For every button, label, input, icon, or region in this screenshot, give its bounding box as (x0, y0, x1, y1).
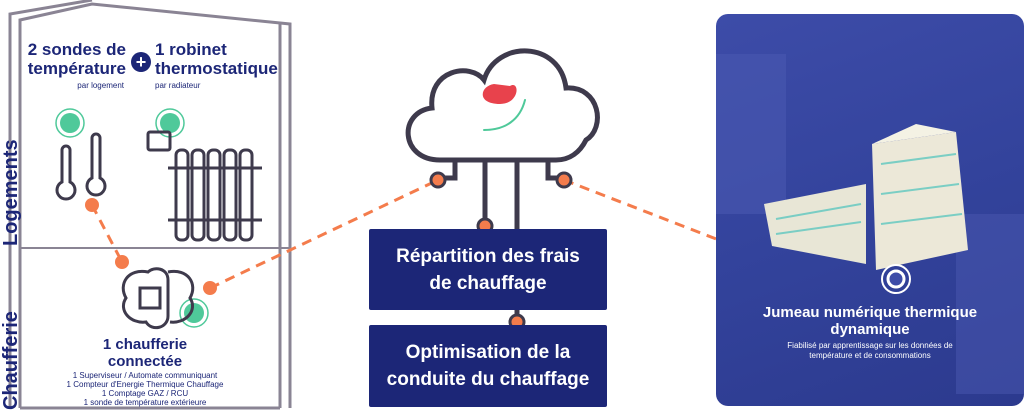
chaufferie-item: 1 Comptage GAZ / RCU (101, 389, 189, 398)
chaufferie-label: Chaufferie (0, 311, 22, 410)
chaufferie-item: 1 Superviseur / Automate communiquant (72, 371, 218, 380)
chaufferie-title: 1 chaufferie connectée (102, 336, 188, 370)
sondes-subtitle: par logement (77, 81, 124, 90)
thermometer-icon (55, 132, 107, 201)
twin-subtitle: Fiabilisé par apprentissage sur les donn… (787, 341, 953, 360)
radiator-icon (146, 130, 262, 242)
repartition-label: Répartition des frais de chauffage (396, 245, 580, 294)
brain-chip-icon (121, 267, 195, 330)
plus-icon: + (131, 52, 151, 72)
flower-icon (482, 84, 517, 104)
repartition-box: Répartition des frais de chauffage (369, 229, 607, 310)
robinet-subtitle: par radiateur (155, 81, 201, 90)
logements-label: Logements (0, 139, 22, 246)
chaufferie-item: 1 Compteur d'Energie Thermique Chauffage (66, 380, 224, 389)
digital-twin-panel: Jumeau numérique thermique dynamique Fia… (716, 14, 1024, 406)
sondes-title: 2 sondes de température (27, 40, 126, 78)
chaufferie-item: 1 sonde de température extérieure (83, 398, 207, 407)
robinet-title: 1 robinet thermostatique (155, 40, 278, 78)
building-model-image (716, 54, 1024, 394)
sensor-indicators (55, 108, 209, 328)
twin-title: Jumeau numérique thermique dynamique (762, 304, 978, 338)
optimisation-label: Optimisation de la conduite du chauffage (386, 342, 590, 390)
optimisation-box: Optimisation de la conduite du chauffage (369, 325, 607, 407)
chaufferie-items: 1 Superviseur / Automate communiquant 1 … (35, 371, 255, 407)
